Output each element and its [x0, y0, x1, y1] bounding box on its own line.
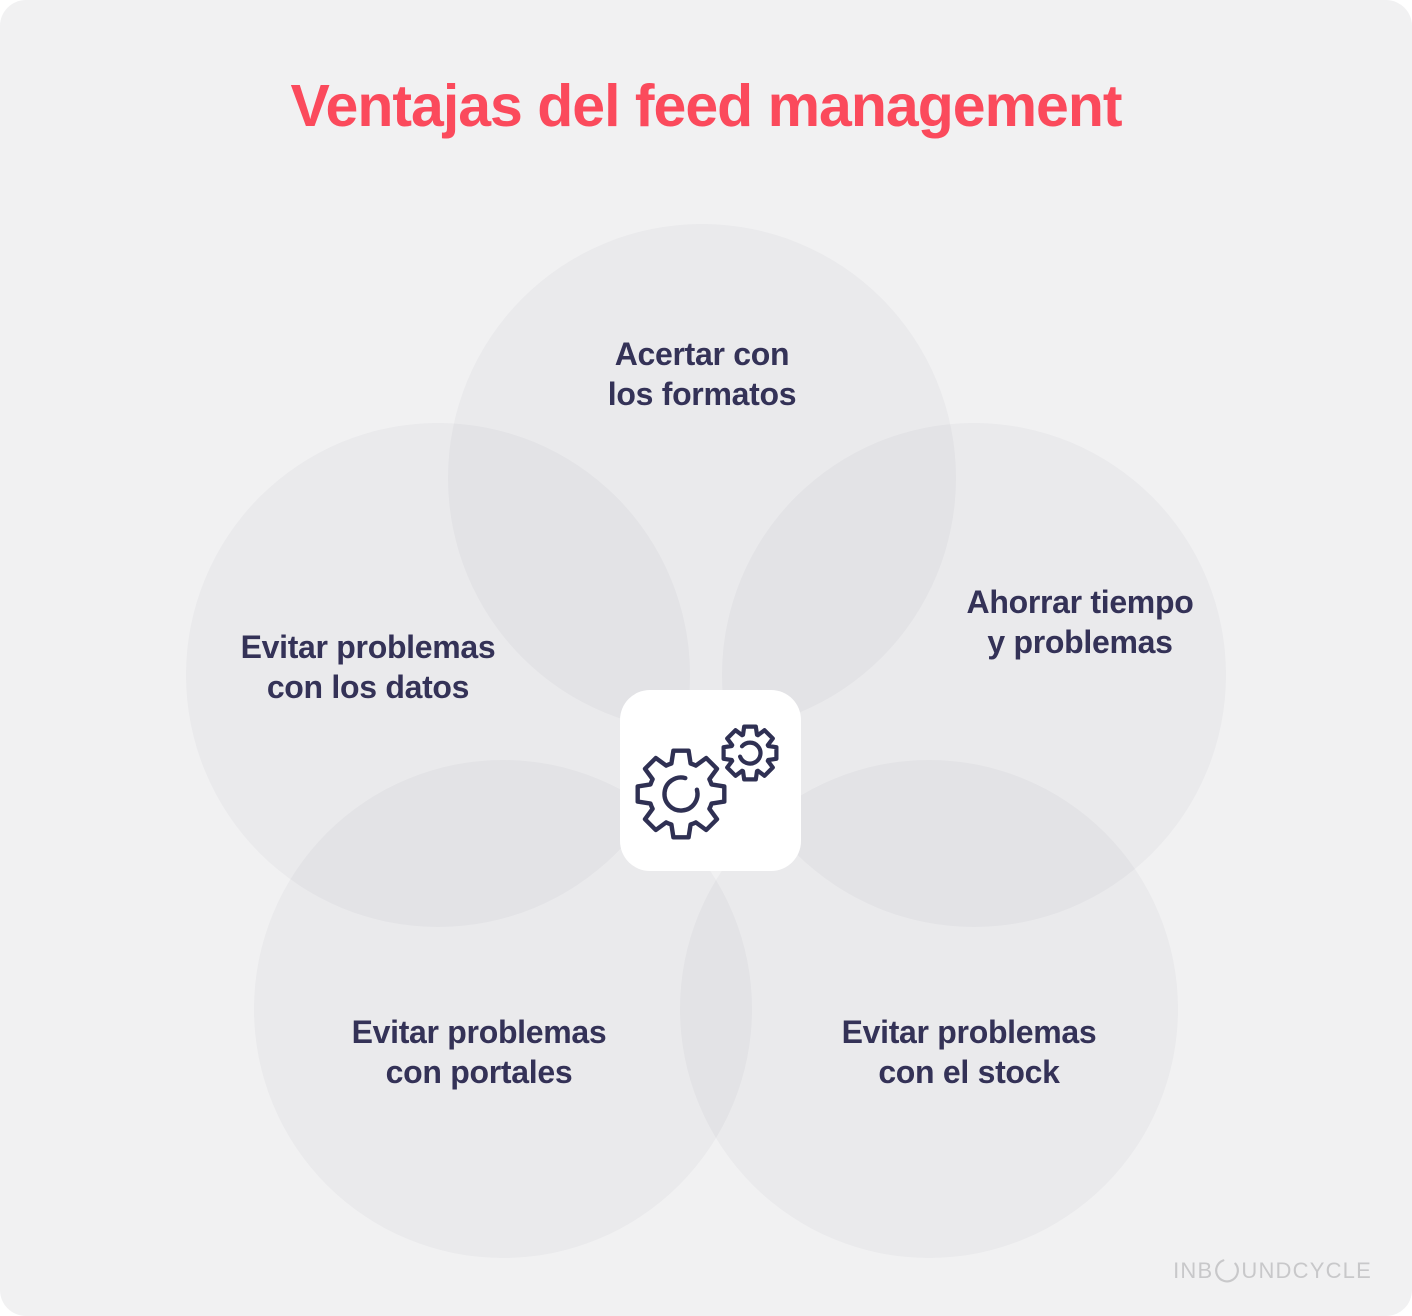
logo-text-after-o: UNDCYCLE: [1241, 1258, 1372, 1283]
benefit-line: con el stock: [878, 1054, 1060, 1090]
gears-card: [620, 690, 801, 871]
page-title: Ventajas del feed management: [290, 73, 1122, 139]
gear-large-outline: [635, 748, 727, 840]
inboundcycle-logo: INB UNDCYCLE: [1173, 1254, 1372, 1288]
benefit-label-formats: Acertar con los formatos: [522, 334, 882, 414]
benefit-label-tiempo: Ahorrar tiempo y problemas: [900, 582, 1260, 662]
benefit-line: y problemas: [987, 624, 1173, 660]
benefit-label-stock: Evitar problemas con el stock: [789, 1012, 1149, 1092]
logo-o-icon: [1215, 1259, 1240, 1283]
benefit-line: con portales: [385, 1054, 573, 1090]
benefit-line: los formatos: [607, 376, 797, 412]
benefit-line: Evitar problemas: [351, 1014, 607, 1050]
benefit-line: con los datos: [266, 669, 470, 705]
benefit-label-portales: Evitar problemas con portales: [299, 1012, 659, 1092]
gear-small-hub: [738, 740, 763, 766]
benefit-line: Ahorrar tiempo: [966, 584, 1194, 620]
gears-icon: [635, 724, 779, 840]
benefit-line: Evitar problemas: [841, 1014, 1097, 1050]
benefit-line: Evitar problemas: [240, 629, 496, 665]
logo-text-before-o: INB: [1173, 1258, 1214, 1283]
gear-large-hub: [662, 775, 700, 813]
benefit-label-datos: Evitar problemas con los datos: [188, 627, 548, 707]
gear-small-outline: [721, 724, 779, 782]
benefit-line: Acertar con: [614, 336, 790, 372]
